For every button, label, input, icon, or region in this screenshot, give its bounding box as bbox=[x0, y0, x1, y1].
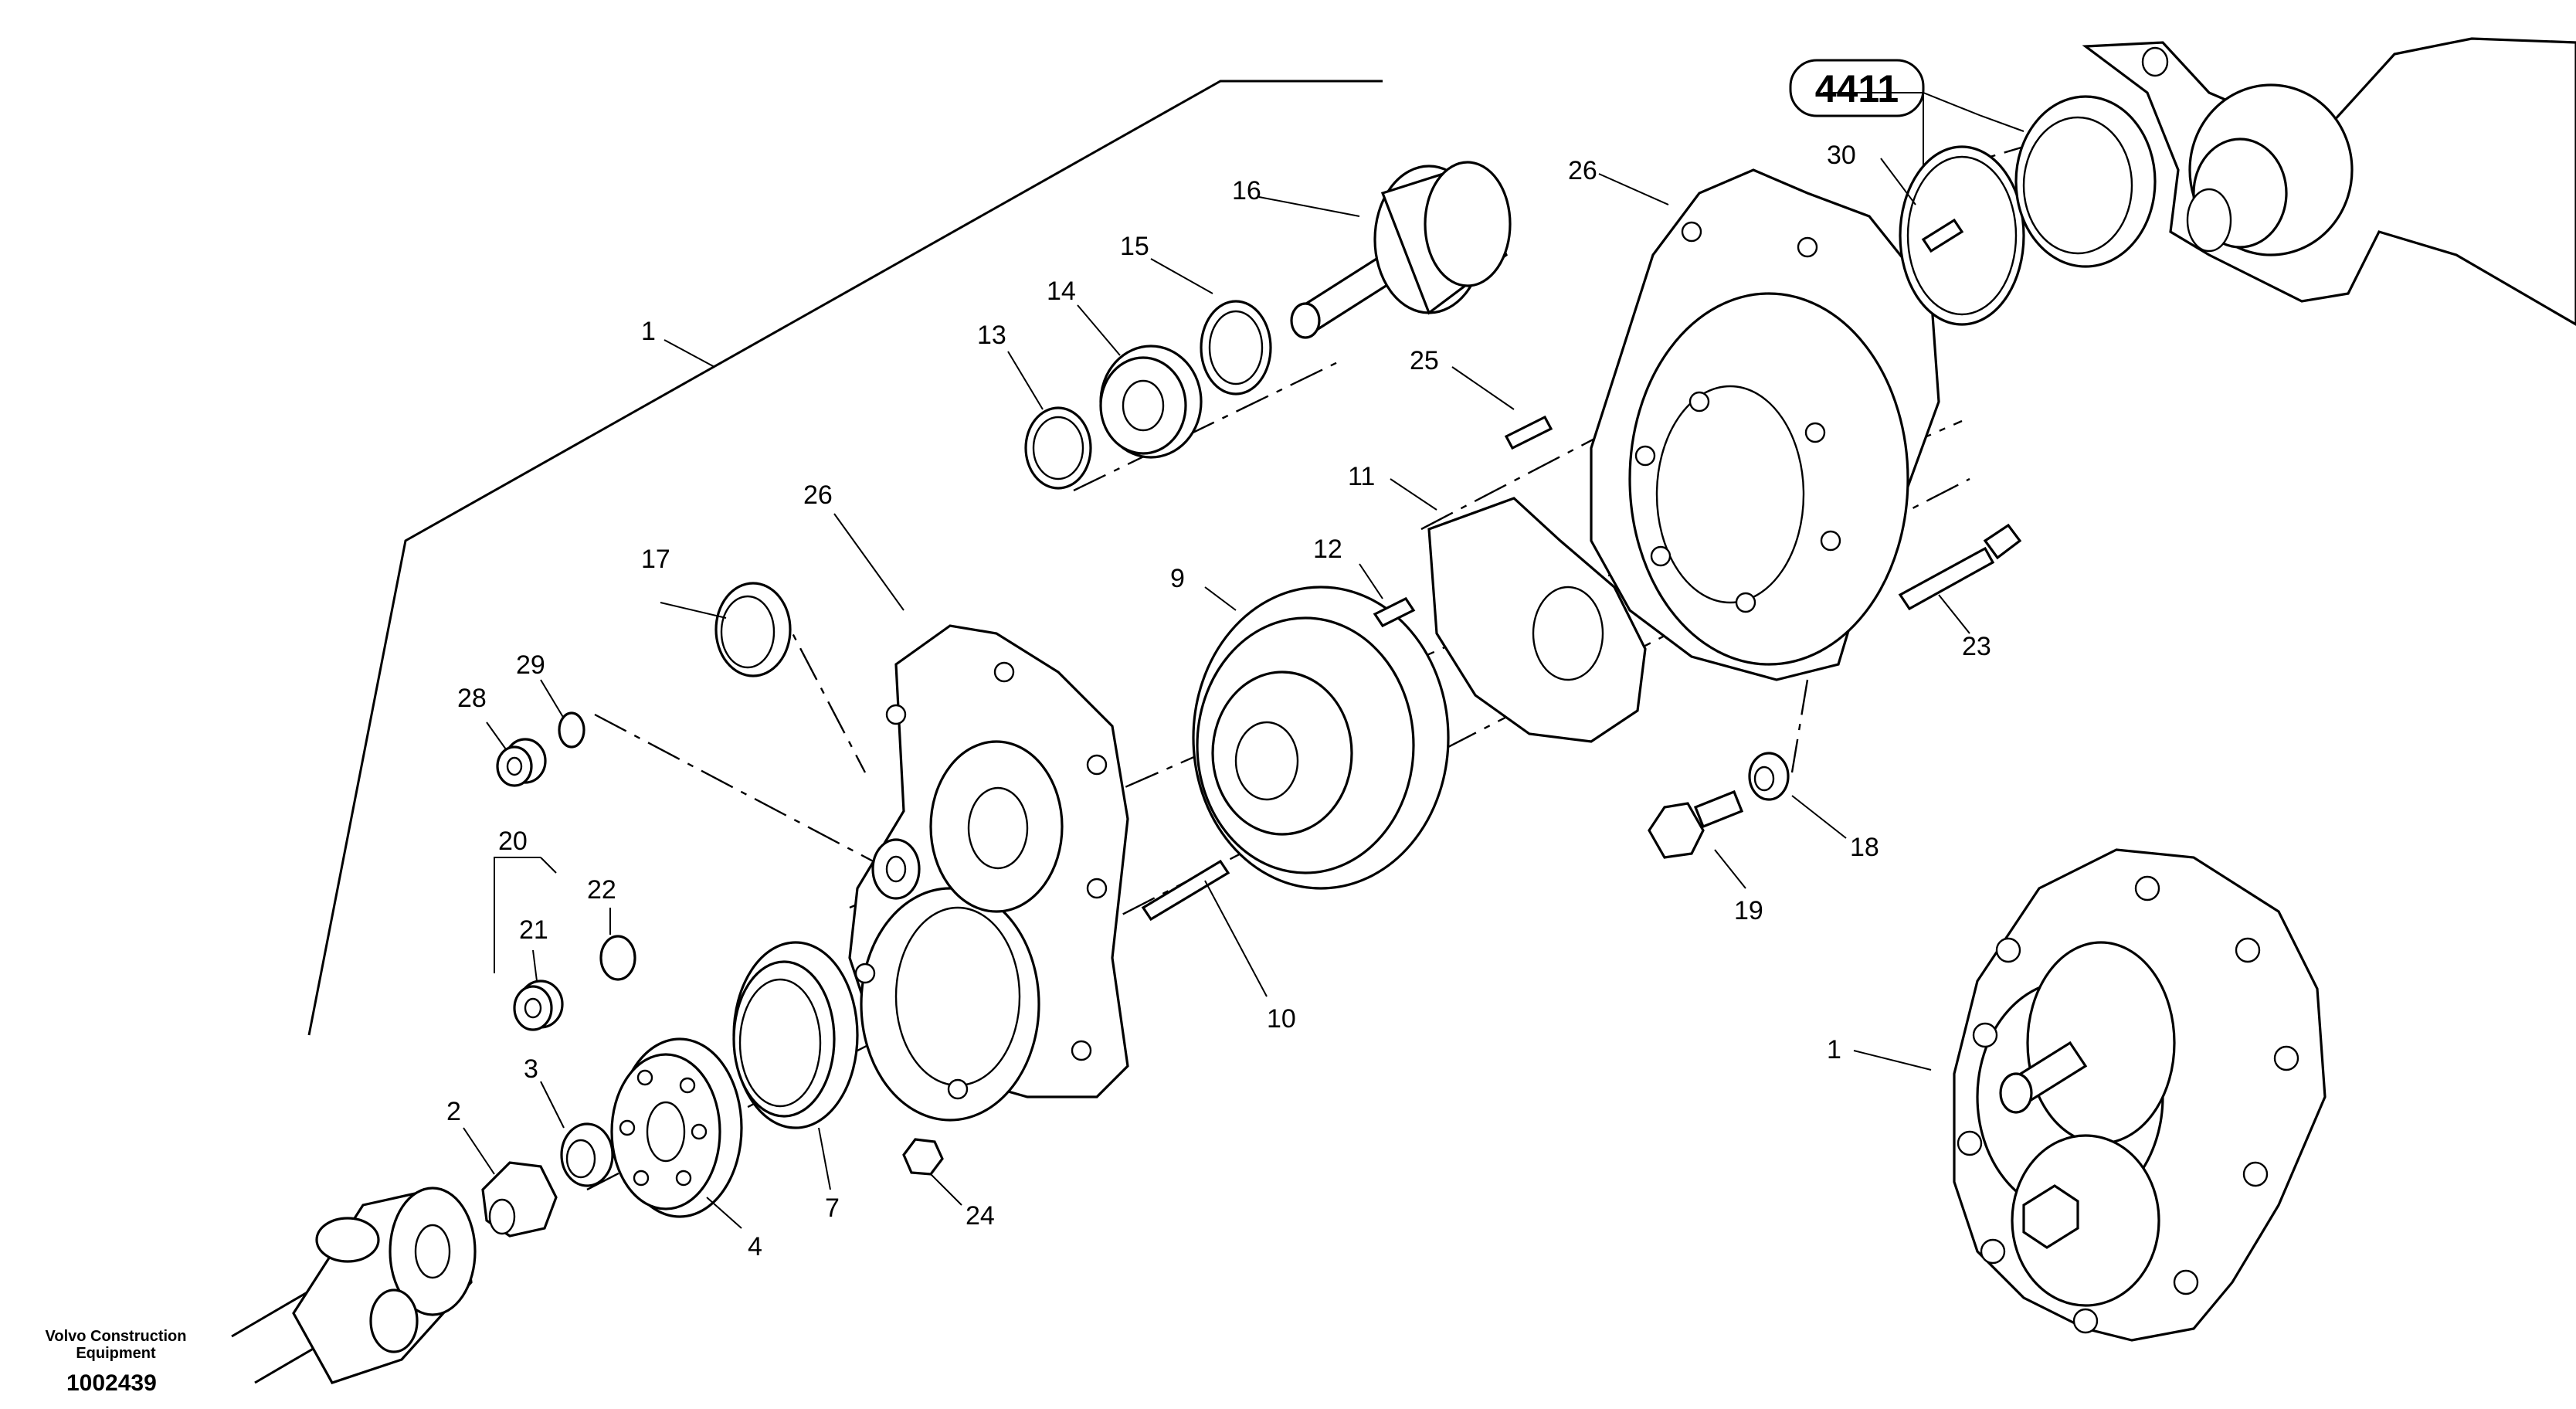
engine-housing-top-right bbox=[2082, 37, 2576, 326]
callout-14: 14 bbox=[1047, 277, 1076, 306]
seal-ring-4411 bbox=[2014, 95, 2157, 268]
group-ref-box: 4411 bbox=[1789, 59, 1925, 117]
callout-7: 7 bbox=[825, 1193, 840, 1223]
assembled-unit-1 bbox=[1953, 848, 2327, 1342]
plug-21 bbox=[513, 980, 564, 1031]
callout-9: 9 bbox=[1170, 564, 1185, 593]
circlip-13 bbox=[1024, 406, 1092, 490]
callout-13: 13 bbox=[977, 321, 1006, 350]
gear-9 bbox=[1192, 586, 1450, 890]
callout-26-right: 26 bbox=[1568, 156, 1597, 185]
callout-12: 12 bbox=[1313, 535, 1342, 564]
callout-25: 25 bbox=[1410, 346, 1439, 375]
callout-28: 28 bbox=[457, 684, 487, 713]
plate-11 bbox=[1427, 497, 1647, 743]
callout-1-right: 1 bbox=[1827, 1035, 1841, 1064]
callout-22: 22 bbox=[587, 875, 616, 905]
callout-11: 11 bbox=[1348, 462, 1375, 491]
footer-drawing-number: 1002439 bbox=[66, 1370, 157, 1396]
callout-24: 24 bbox=[966, 1201, 995, 1231]
callout-15: 15 bbox=[1120, 232, 1149, 261]
callout-17: 17 bbox=[641, 545, 670, 574]
callout-2: 2 bbox=[446, 1097, 461, 1126]
footer-brand-line2: Equipment bbox=[76, 1345, 156, 1362]
callout-4: 4 bbox=[748, 1232, 762, 1261]
universal-joint bbox=[231, 1187, 477, 1384]
axis-line-bearing bbox=[1073, 358, 1345, 492]
plug-28 bbox=[496, 738, 547, 787]
o-ring-29 bbox=[558, 711, 585, 749]
callout-19: 19 bbox=[1734, 896, 1763, 925]
footer-brand-line1: Volvo Construction bbox=[45, 1328, 187, 1345]
bolt-19 bbox=[1648, 789, 1744, 859]
callout-20: 20 bbox=[498, 827, 528, 856]
circlip-30 bbox=[1899, 145, 2025, 326]
callout-1-left: 1 bbox=[641, 317, 656, 346]
pin-25 bbox=[1504, 415, 1553, 450]
callout-18: 18 bbox=[1850, 833, 1879, 862]
bearing-14 bbox=[1099, 345, 1203, 459]
group-ref-text: 4411 bbox=[1815, 67, 1899, 110]
callout-10: 10 bbox=[1267, 1004, 1296, 1034]
axis-line-bolt bbox=[1790, 679, 1809, 773]
circlip-15 bbox=[1200, 300, 1272, 396]
seal-17 bbox=[714, 582, 792, 677]
callout-23: 23 bbox=[1962, 632, 1991, 661]
callout-30: 30 bbox=[1827, 141, 1856, 170]
pinion-shaft-16 bbox=[1290, 161, 1512, 339]
callout-29: 29 bbox=[516, 650, 545, 680]
axis-line-pin bbox=[1420, 435, 1600, 531]
washer-18 bbox=[1748, 752, 1790, 801]
seal-ring-7 bbox=[732, 941, 859, 1129]
stud-30 bbox=[1921, 218, 1964, 253]
nut-24 bbox=[902, 1138, 944, 1176]
callout-3: 3 bbox=[524, 1054, 538, 1084]
o-ring-22 bbox=[599, 935, 636, 981]
housing-26-left bbox=[848, 624, 1129, 1122]
flange-4 bbox=[610, 1037, 743, 1218]
pin-12 bbox=[1373, 596, 1416, 628]
nut-2 bbox=[481, 1161, 558, 1238]
bolt-23 bbox=[1898, 523, 2022, 611]
spring-pin-10 bbox=[1141, 859, 1230, 922]
axis-line-plug bbox=[594, 713, 881, 867]
housing-26-right bbox=[1590, 168, 1940, 681]
callout-16: 16 bbox=[1232, 176, 1261, 205]
callout-26-left: 26 bbox=[803, 480, 833, 510]
leader-lines bbox=[463, 92, 2024, 1229]
assembly-bracket-line bbox=[307, 80, 1383, 1036]
washer-3 bbox=[560, 1122, 614, 1187]
callout-21: 21 bbox=[519, 915, 548, 945]
